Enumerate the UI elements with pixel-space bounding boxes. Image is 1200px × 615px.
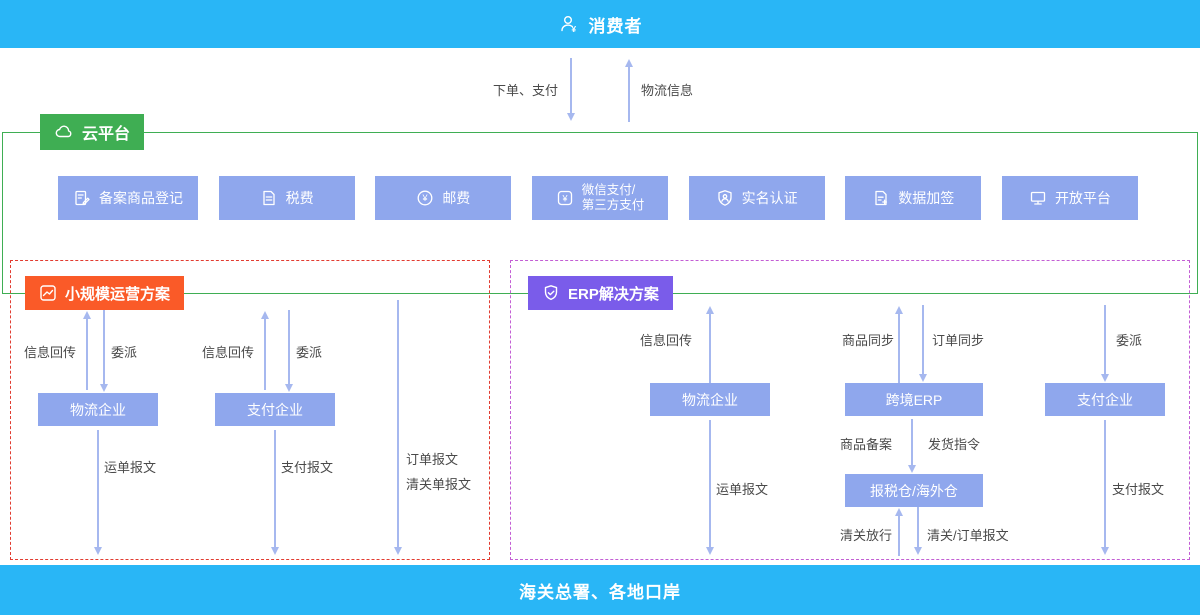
erp-order-sync-label: 订单同步 — [932, 333, 985, 348]
erp-payment-company-node: 支付企业 — [1045, 383, 1165, 416]
arrow-erp-clearance-release-up — [894, 508, 903, 556]
arrow-sm-payment-msg-down — [270, 430, 279, 555]
sm-order-msg-label: 订单报文 — [406, 452, 459, 467]
arrow-erp-delegate-down — [1100, 305, 1109, 382]
customs-title: 海关总署、各地口岸 — [519, 582, 681, 602]
service-label: 实名认证 — [741, 190, 798, 206]
erp-logistics-company-node: 物流企业 — [650, 383, 770, 416]
sm-logistics-feedback-label: 信息回传 — [24, 345, 77, 360]
service-real-name-auth: 实名认证 — [688, 176, 825, 220]
sm-waybill-label: 运单报文 — [104, 460, 157, 475]
cloud-platform-title: 云平台 — [82, 126, 131, 143]
sm-logistics-company-node: 物流企业 — [38, 393, 158, 426]
service-label: 备案商品登记 — [99, 190, 183, 206]
service-wechat-pay: ¥ 微信支付/ 第三方支付 — [531, 176, 668, 220]
small-scale-panel — [10, 260, 490, 560]
erp-product-filing-label: 商品备案 — [840, 437, 893, 452]
erp-clearance-release-label: 清关放行 — [840, 528, 893, 543]
erp-logistics-feedback-label: 信息回传 — [640, 333, 693, 348]
service-label: 开放平台 — [1054, 190, 1111, 206]
arrow-logistics-info-up — [624, 59, 633, 122]
consumer-bar: ¥ 消费者 — [0, 0, 1200, 48]
yen-glyph: ¥ — [571, 24, 577, 34]
small-scale-tag: 小规模运营方案 — [25, 276, 185, 310]
service-label: 数据加签 — [898, 190, 955, 206]
service-postage: ¥ 邮费 — [375, 176, 512, 220]
small-scale-title: 小规模运营方案 — [65, 285, 171, 303]
erp-product-sync-label: 商品同步 — [842, 333, 895, 348]
wallet-yen-icon: ¥ — [556, 189, 574, 207]
erp-waybill-label: 运单报文 — [716, 482, 769, 497]
service-label: 邮费 — [442, 190, 471, 206]
erp-payment-msg-label: 支付报文 — [1112, 482, 1165, 497]
customs-bar: 海关总署、各地口岸 — [0, 565, 1200, 615]
service-record-registration: 备案商品登记 — [58, 176, 198, 220]
bonded-warehouse-node: 报税仓/海外仓 — [845, 474, 983, 507]
shield-check-icon — [542, 284, 560, 302]
arrow-erp-payment-msg-down — [1100, 420, 1109, 555]
consumer-title: 消费者 — [588, 16, 643, 36]
chart-line-icon — [39, 284, 57, 302]
doc-plus-icon — [872, 189, 890, 207]
logistics-info-label: 物流信息 — [641, 83, 694, 98]
erp-tag: ERP解决方案 — [528, 276, 673, 310]
arrow-sm-waybill-down — [93, 430, 102, 555]
cloud-platform-tag: 云平台 — [40, 114, 145, 150]
sm-clearance-msg-label: 清关单报文 — [406, 477, 472, 492]
service-label-line1: 微信支付/ — [581, 183, 636, 197]
service-label-line2: 第三方支付 — [581, 198, 645, 212]
arrow-sm-order-msg-down — [393, 300, 402, 555]
doc-icon — [260, 189, 278, 207]
order-pay-label: 下单、支付 — [493, 83, 559, 98]
sm-payment-delegate-label: 委派 — [296, 345, 323, 360]
yen-glyph: ¥ — [561, 193, 568, 203]
erp-panel — [510, 260, 1190, 560]
arrow-sm-logistics-feedback-up — [82, 311, 91, 390]
crossborder-erp-node: 跨境ERP — [845, 383, 983, 416]
shield-user-icon — [716, 189, 734, 207]
doc-edit-icon — [73, 189, 91, 207]
arrow-sm-logistics-delegate-down — [99, 310, 108, 392]
service-label: 微信支付/ 第三方支付 — [582, 183, 645, 213]
service-data-signing: 数据加签 — [845, 176, 982, 220]
arrow-erp-product-sync-up — [894, 306, 903, 383]
cloud-icon — [54, 122, 74, 142]
arrow-erp-clearance-msg-down — [913, 507, 922, 555]
arrow-sm-payment-feedback-up — [260, 311, 269, 390]
sm-payment-feedback-label: 信息回传 — [202, 345, 255, 360]
erp-delegate-label: 委派 — [1116, 333, 1143, 348]
arrow-sm-payment-delegate-down — [284, 310, 293, 392]
monitor-icon — [1029, 189, 1047, 207]
service-label: 税费 — [285, 190, 314, 206]
service-tax: 税费 — [218, 176, 355, 220]
arrow-erp-warehouse-down — [907, 419, 916, 473]
arrow-order-pay-down — [566, 58, 575, 121]
cloud-services-row: 备案商品登记 税费 ¥ 邮费 ¥ 微信支付/ 第 — [58, 176, 1138, 220]
arrow-erp-waybill-down — [705, 420, 714, 555]
sm-payment-msg-label: 支付报文 — [281, 460, 334, 475]
service-open-platform: 开放平台 — [1001, 176, 1138, 220]
arrow-erp-order-sync-down — [918, 305, 927, 382]
erp-clearance-msg-label: 清关/订单报文 — [927, 528, 1009, 543]
arrow-erp-logistics-feedback-up — [705, 306, 714, 383]
yen-circle-icon: ¥ — [416, 189, 434, 207]
consumer-icon: ¥ — [558, 13, 580, 35]
yen-glyph: ¥ — [422, 193, 429, 203]
sm-logistics-delegate-label: 委派 — [111, 345, 138, 360]
sm-payment-company-node: 支付企业 — [215, 393, 335, 426]
erp-title: ERP解决方案 — [568, 285, 659, 303]
erp-ship-order-label: 发货指令 — [928, 437, 981, 452]
